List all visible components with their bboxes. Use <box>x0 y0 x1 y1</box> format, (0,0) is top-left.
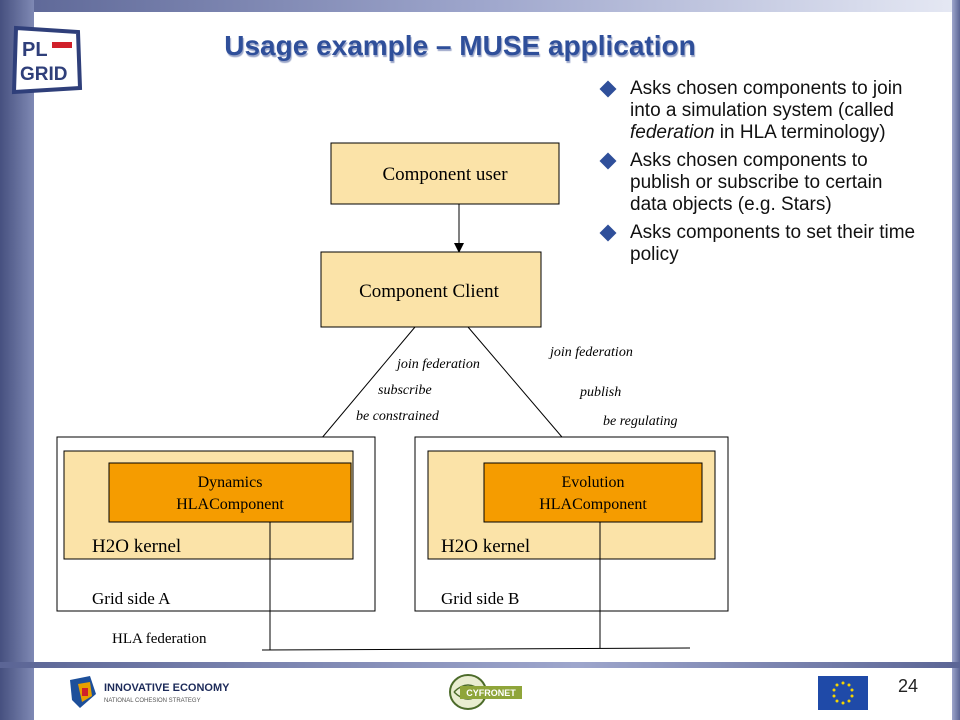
bullet-list: Asks chosen components to join into a si… <box>599 78 918 272</box>
component-user-box <box>330 142 560 205</box>
bullet-item: Asks chosen components to publish or sub… <box>599 150 918 216</box>
bullet-item: Asks chosen components to join into a si… <box>599 78 918 144</box>
kernel-a-label: H2O kernel <box>92 536 181 557</box>
cyfronet-text: CYFRONET <box>466 688 516 698</box>
innovative-economy-logo: INNOVATIVE ECONOMY NATIONAL COHESION STR… <box>70 676 230 708</box>
page-number: 24 <box>898 676 919 696</box>
dynamics-sublabel: HLAComponent <box>176 496 284 513</box>
evolution-label: Evolution <box>561 474 624 491</box>
logo-flag-red <box>52 42 72 48</box>
slide-bottom-border <box>0 662 960 668</box>
label-join-federation-right: join federation <box>548 345 633 360</box>
label-be-regulating: be regulating <box>603 414 678 429</box>
label-be-constrained: be constrained <box>356 409 440 424</box>
dynamics-component-box <box>108 462 352 523</box>
national-strategy-text: NATIONAL COHESION STRATEGY <box>104 698 201 704</box>
label-subscribe: subscribe <box>378 383 432 398</box>
logo-text-grid: GRID <box>20 64 68 85</box>
innovative-economy-text: INNOVATIVE ECONOMY <box>104 682 230 694</box>
hla-federation-label: HLA federation <box>112 631 207 647</box>
component-user-label: Component user <box>382 164 508 185</box>
evolution-component-box <box>483 462 703 523</box>
slide-top-border <box>0 0 960 12</box>
component-client-label: Component Client <box>359 281 500 302</box>
label-join-federation-left: join federation <box>395 357 480 372</box>
slide-title: Usage example – MUSE application <box>224 30 696 61</box>
plgrid-logo: PL GRID <box>11 25 83 95</box>
eu-flag-icon <box>818 676 868 710</box>
dynamics-label: Dynamics <box>198 474 263 491</box>
federation-bus-line <box>261 647 691 651</box>
kernel-b-label: H2O kernel <box>441 536 530 557</box>
component-client-box <box>320 251 542 328</box>
slide-left-border <box>0 0 34 720</box>
label-publish: publish <box>579 385 621 400</box>
cyfronet-logo: CYFRONET <box>449 674 522 710</box>
grid-side-b-label: Grid side B <box>441 589 519 608</box>
slide-right-border <box>952 0 960 720</box>
bullet-item: Asks components to set their time policy <box>599 222 918 266</box>
grid-side-a-label: Grid side A <box>92 589 171 608</box>
evolution-sublabel: HLAComponent <box>539 496 647 513</box>
logo-text-pl: PL <box>22 39 48 61</box>
